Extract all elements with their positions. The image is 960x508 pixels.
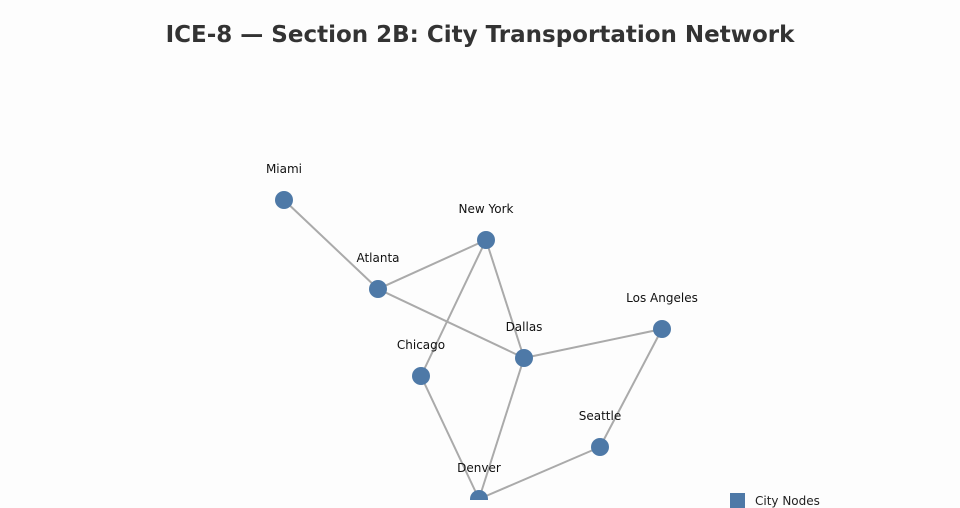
edge-chicago-denver	[420, 375, 480, 500]
edge-new-york-chicago	[420, 239, 487, 377]
node-label-chicago: Chicago	[397, 338, 445, 352]
chart-title: ICE-8 — Section 2B: City Transportation …	[165, 22, 795, 48]
edge-new-york-dallas	[485, 239, 525, 359]
node-label-new-york: New York	[459, 202, 514, 216]
node-label-los-angeles: Los Angeles	[626, 291, 698, 305]
node-label-miami: Miami	[266, 162, 302, 176]
node-label-atlanta: Atlanta	[356, 251, 399, 265]
node-denver[interactable]	[470, 490, 488, 500]
node-atlanta[interactable]	[369, 280, 387, 298]
legend-swatch	[730, 493, 745, 508]
edge-seattle-denver	[478, 446, 601, 500]
edge-dallas-los-angeles	[523, 328, 663, 359]
node-label-denver: Denver	[457, 461, 501, 475]
node-label-dallas: Dallas	[506, 320, 543, 334]
legend-label: City Nodes	[755, 493, 820, 508]
edge-miami-atlanta	[283, 199, 379, 290]
legend[interactable]: City Nodes	[730, 493, 820, 508]
node-miami[interactable]	[275, 191, 293, 209]
node-label-seattle: Seattle	[579, 409, 621, 423]
node-dallas[interactable]	[515, 349, 533, 367]
edge-atlanta-new-york	[377, 239, 487, 290]
node-chicago[interactable]	[412, 367, 430, 385]
node-los-angeles[interactable]	[653, 320, 671, 338]
edge-atlanta-dallas	[377, 288, 525, 359]
node-new-york[interactable]	[477, 231, 495, 249]
node-seattle[interactable]	[591, 438, 609, 456]
edge-los-angeles-seattle	[599, 328, 663, 448]
edge-dallas-denver	[478, 357, 525, 500]
